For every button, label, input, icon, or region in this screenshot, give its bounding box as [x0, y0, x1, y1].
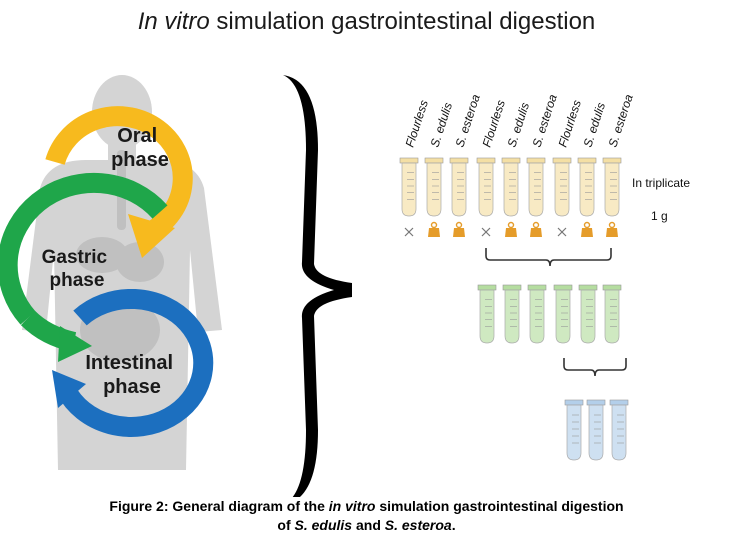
title-rest: simulation gastrointestinal digestion [209, 8, 596, 35]
intestinal-tube-icon [564, 399, 584, 461]
oral-tube-icon [424, 157, 444, 217]
flour-weight-icon [581, 221, 593, 237]
sample-label: Flourless [480, 98, 508, 149]
sample-label: S. esteroa [453, 92, 483, 149]
gastric-tube-icon [553, 284, 573, 344]
mass-note: 1 g [651, 209, 668, 223]
triplicate-note: In triplicate [632, 176, 690, 190]
oral-tube-icon [602, 157, 622, 217]
sample-label: Flourless [556, 98, 584, 149]
oral-tube-icon [526, 157, 546, 217]
sample-label: S. edulis [581, 101, 609, 149]
flour-weight-icon [606, 221, 618, 237]
gastric-arrow-icon [0, 172, 168, 325]
sample-label: S. esteroa [606, 92, 636, 149]
flour-weight-icon [530, 221, 542, 237]
brace-gastric-to-intestinal-icon [563, 358, 627, 377]
figure-caption: Figure 2: General diagram of the in vitr… [0, 497, 733, 535]
gastric-tube-icon [502, 284, 522, 344]
oral-tube-icon [399, 157, 419, 217]
oral-tube-icon [476, 157, 496, 217]
caption-line-2: of S. edulis and S. esteroa. [277, 517, 456, 533]
no-flour-cross-icon [481, 227, 491, 237]
brace-oral-to-gastric-icon [485, 248, 612, 267]
intestinal-tubes [564, 399, 629, 461]
sample-markers [404, 221, 618, 237]
diagram-title: In vitro simulation gastrointestinal dig… [0, 8, 733, 36]
oral-tube-icon [552, 157, 572, 217]
sample-label: S. edulis [428, 101, 456, 149]
big-brace-icon [283, 75, 352, 497]
gastric-tube-icon [477, 284, 497, 344]
oral-arrow-icon [45, 106, 193, 241]
digestion-diagram: Oral phase Gastric phase Intestinal phas… [0, 75, 690, 497]
caption-line-1: Figure 2: General diagram of the in vitr… [109, 498, 624, 514]
gastric-phase-label: Gastric phase [42, 247, 113, 291]
gastric-tube-icon [527, 284, 547, 344]
intestinal-tube-icon [586, 399, 606, 461]
no-flour-cross-icon [404, 227, 414, 237]
sample-label: S. edulis [505, 101, 533, 149]
oral-arrowhead-icon [128, 214, 175, 258]
oral-tubes [399, 157, 622, 217]
oral-tube-icon [577, 157, 597, 217]
oral-tube-icon [501, 157, 521, 217]
intestinal-arrowhead-icon [52, 370, 86, 408]
intestinal-phase-label: Intestinal phase [85, 352, 178, 398]
sample-label: S. esteroa [530, 92, 560, 149]
gastric-tube-icon [602, 284, 622, 344]
flour-weight-icon [428, 221, 440, 237]
no-flour-cross-icon [557, 227, 567, 237]
gastric-tubes [477, 284, 622, 344]
flour-weight-icon [453, 221, 465, 237]
intestinal-tube-icon [609, 399, 629, 461]
intestinal-arrow-icon [57, 288, 214, 437]
oral-phase-label: Oral phase [111, 125, 169, 171]
title-italic: In vitro [137, 8, 210, 35]
sample-label: Flourless [403, 98, 431, 149]
flour-weight-icon [505, 221, 517, 237]
gastric-tube-icon [578, 284, 598, 344]
oral-tube-icon [449, 157, 469, 217]
gastric-arrowhead-icon [58, 326, 92, 362]
